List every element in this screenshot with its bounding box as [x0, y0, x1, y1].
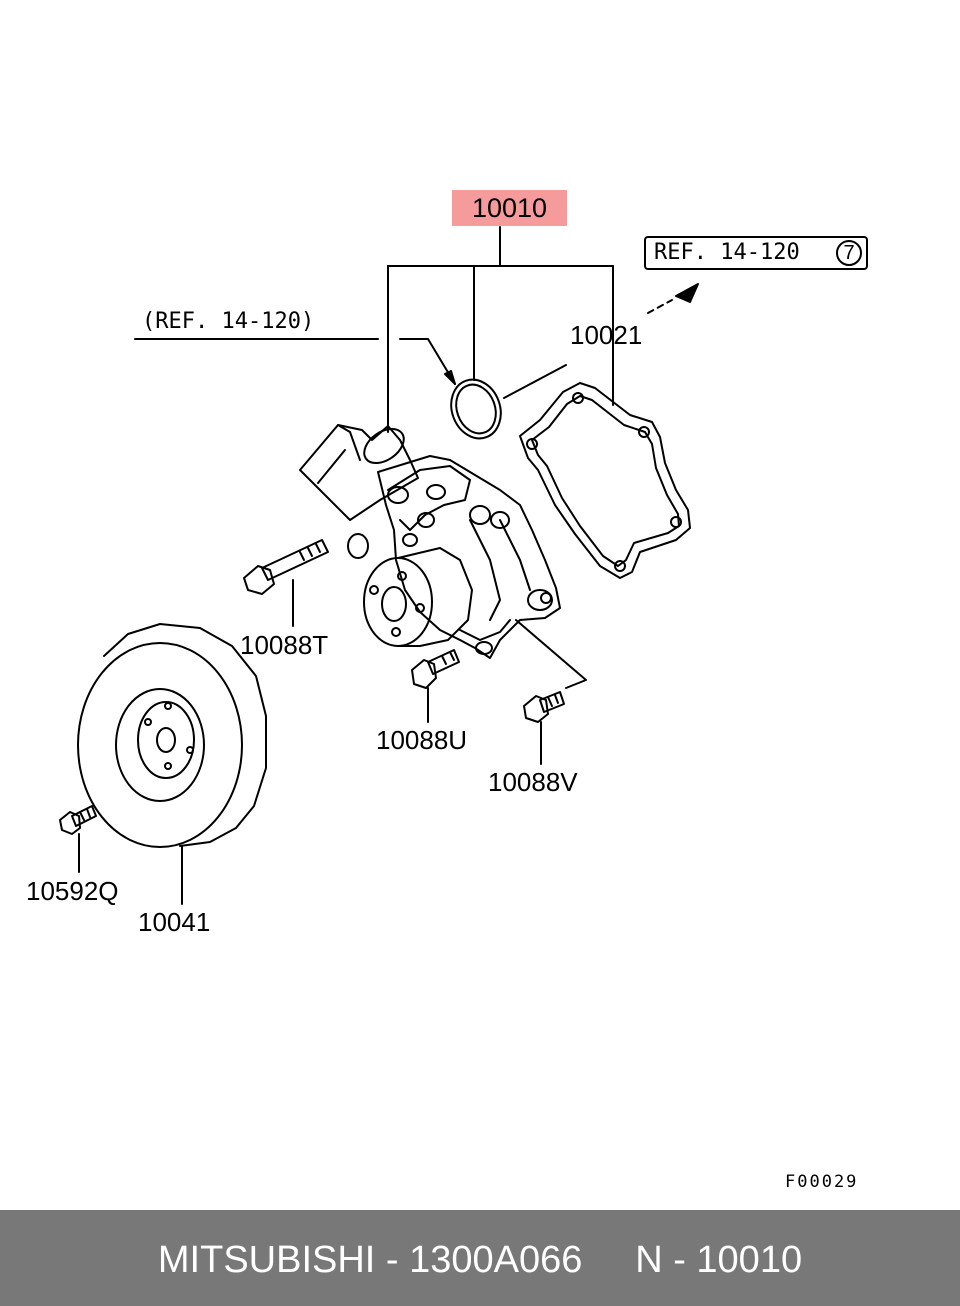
bolt-10088u: [411, 649, 460, 723]
ref-left-label: (REF. 14-120): [142, 309, 315, 334]
footer-bar: MITSUBISHI - 1300A066 N - 10010: [0, 1210, 960, 1306]
label-bolt-u[interactable]: 10088U: [376, 725, 468, 755]
ref-box-number: 7: [836, 240, 862, 266]
bolt-10088v: [523, 691, 565, 765]
label-pulley-bolt[interactable]: 10592Q: [26, 876, 119, 906]
water-pump: [299, 424, 587, 689]
main-part-label[interactable]: 10010: [452, 190, 567, 226]
label-bolt-t[interactable]: 10088T: [240, 630, 329, 660]
ref-box-text: REF. 14-120: [654, 240, 800, 265]
gasket: [519, 382, 691, 579]
bolt-10592q: [59, 805, 97, 873]
footer-text: MITSUBISHI - 1300A066 N - 10010: [157, 1239, 803, 1281]
figure-code: F00029: [785, 1172, 859, 1192]
gasket-leader: [503, 364, 567, 399]
ref-leader: [134, 338, 456, 385]
ref-arrow: [647, 283, 699, 314]
assembly-bracket: [387, 226, 614, 433]
label-gasket[interactable]: 10021: [570, 320, 643, 350]
bolt-10088t: [243, 539, 329, 627]
diagram-drawing: [59, 226, 699, 905]
label-bolt-v[interactable]: 10088V: [488, 767, 578, 797]
label-pulley[interactable]: 10041: [138, 907, 211, 937]
parts-diagram: 10010 REF. 14-120 7 (REF. 14-120) 10021 …: [26, 190, 868, 1192]
o-ring: [450, 378, 502, 440]
ref-box[interactable]: REF. 14-120 7: [644, 236, 868, 270]
pulley: [77, 623, 267, 905]
